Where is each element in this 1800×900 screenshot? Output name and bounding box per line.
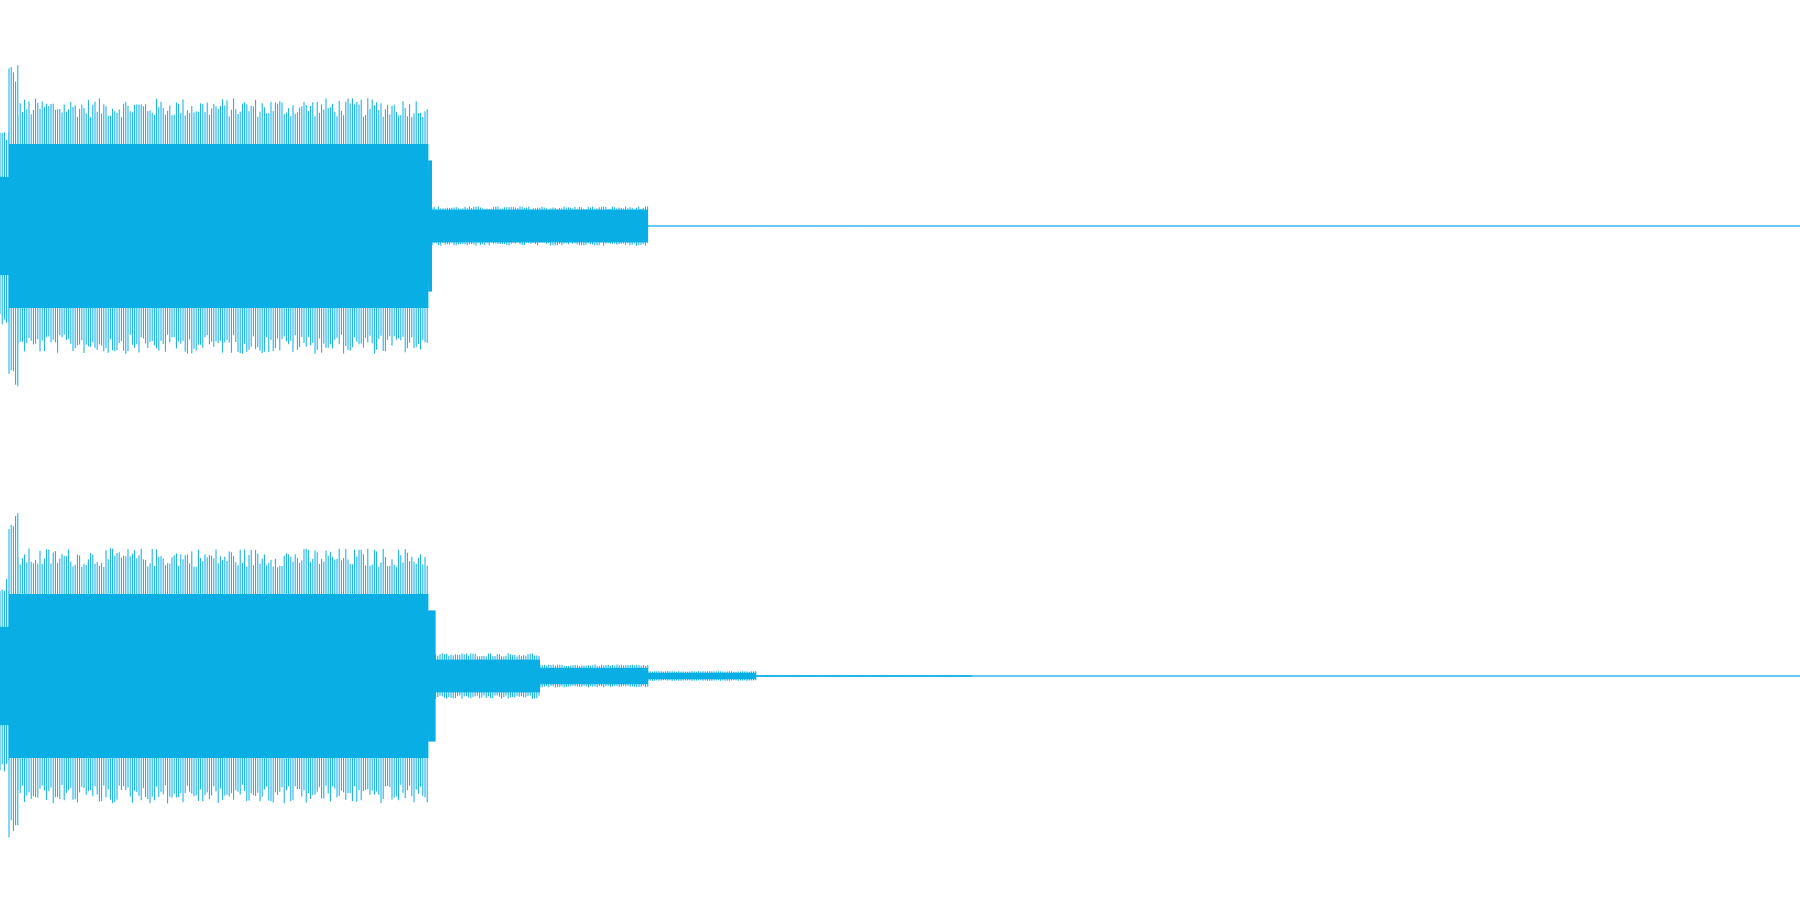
- waveform-body: [428, 610, 436, 742]
- waveform-peaks: [755, 675, 973, 677]
- waveform-peaks: [539, 664, 649, 688]
- waveform-peaks: [17, 548, 428, 804]
- waveform-peaks: [17, 98, 428, 354]
- waveform-peaks: [0, 131, 10, 325]
- waveform-peaks: [0, 578, 10, 772]
- waveform-channel-1: [0, 65, 1800, 387]
- waveform-peaks: [427, 161, 432, 283]
- waveform-body: [540, 667, 648, 685]
- waveform-peaks: [431, 206, 649, 246]
- waveform-peaks: [435, 653, 540, 699]
- waveform-body: [648, 672, 756, 680]
- waveform-peaks: [8, 65, 19, 387]
- waveform-peaks: [647, 671, 757, 681]
- waveform-peaks: [8, 513, 19, 838]
- waveform-peaks: [647, 225, 865, 227]
- waveform-channel-2: [0, 513, 1800, 838]
- waveform-peaks: [427, 611, 436, 735]
